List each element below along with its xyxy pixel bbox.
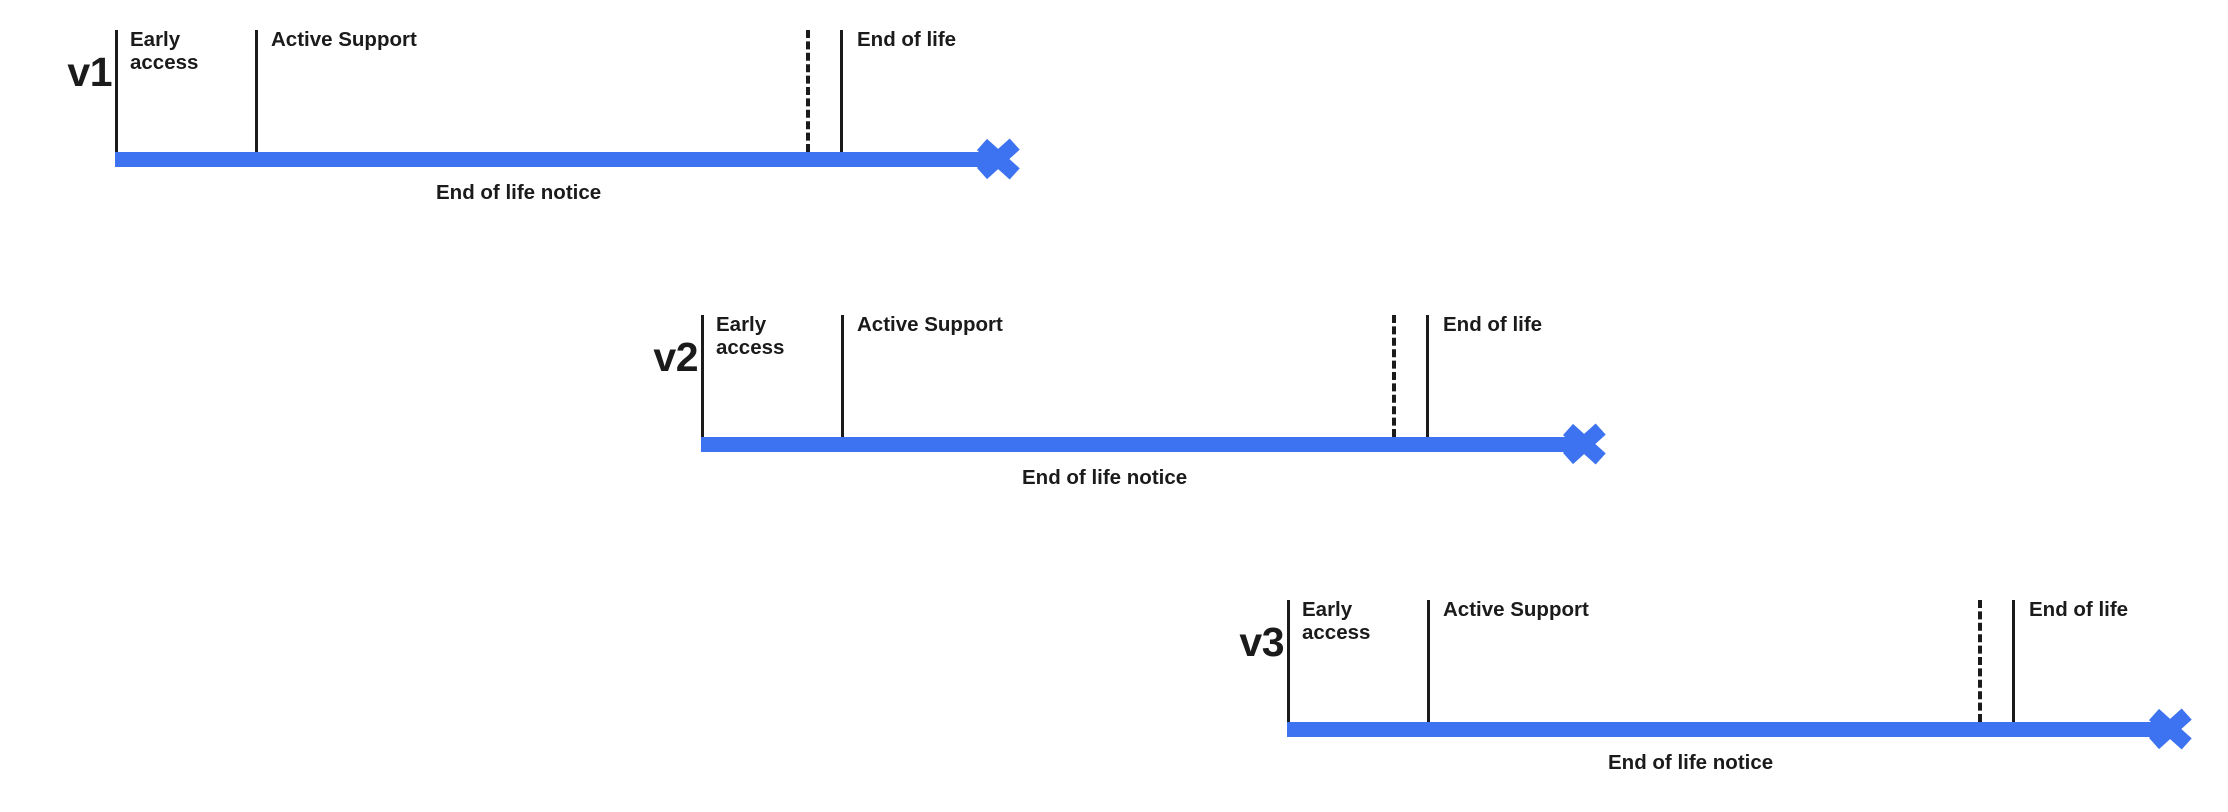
label-end-of-life-notice-v1: End of life notice (436, 181, 602, 204)
timeline-row-v2: v2 Early access Active Support End of li… (602, 285, 1662, 515)
lifecycle-track-v3 (1287, 722, 2175, 737)
phase-label-end-of-life-v1: End of life (857, 28, 957, 51)
lifecycle-track-v2 (701, 437, 1589, 452)
phase-tick-start-v3 (1287, 600, 1290, 722)
arrow-right-icon-v3 (2154, 700, 2200, 758)
version-label-v2: v2 (653, 334, 698, 380)
phase-tick-eol-notice-v2 (1392, 315, 1396, 437)
label-end-of-life-notice-v3: End of life notice (1608, 751, 1774, 774)
arrow-right-icon-v1 (982, 130, 1028, 188)
phase-tick-end-of-life-v1 (840, 30, 843, 152)
phase-tick-active-support-v1 (255, 30, 258, 152)
phase-tick-end-of-life-v3 (2012, 600, 2015, 722)
phase-tick-start-v2 (701, 315, 704, 437)
phase-tick-eol-notice-v1 (806, 30, 810, 152)
phase-label-early-access-v3: Early access (1302, 598, 1371, 645)
phase-tick-active-support-v2 (841, 315, 844, 437)
lifecycle-track-v1 (115, 152, 1003, 167)
phase-tick-start-v1 (115, 30, 118, 152)
version-label-v3: v3 (1239, 619, 1284, 665)
phase-label-early-access-v1: Early access (130, 28, 199, 75)
phase-label-active-support-v1: Active Support (271, 28, 417, 51)
timeline-row-v3: v3 Early access Active Support End of li… (1188, 570, 2228, 800)
phase-label-end-of-life-v2: End of life (1443, 313, 1543, 336)
label-end-of-life-notice-v2: End of life notice (1022, 466, 1188, 489)
phase-label-end-of-life-v3: End of life (2029, 598, 2129, 621)
phase-label-active-support-v3: Active Support (1443, 598, 1589, 621)
phase-tick-end-of-life-v2 (1426, 315, 1429, 437)
timeline-row-v1: v1 Early access Active Support End of li… (16, 0, 1076, 230)
arrow-right-icon-v2 (1568, 415, 1614, 473)
phase-label-active-support-v2: Active Support (857, 313, 1003, 336)
phase-label-early-access-v2: Early access (716, 313, 785, 360)
phase-tick-active-support-v3 (1427, 600, 1430, 722)
version-label-v1: v1 (67, 49, 112, 95)
phase-tick-eol-notice-v3 (1978, 600, 1982, 722)
